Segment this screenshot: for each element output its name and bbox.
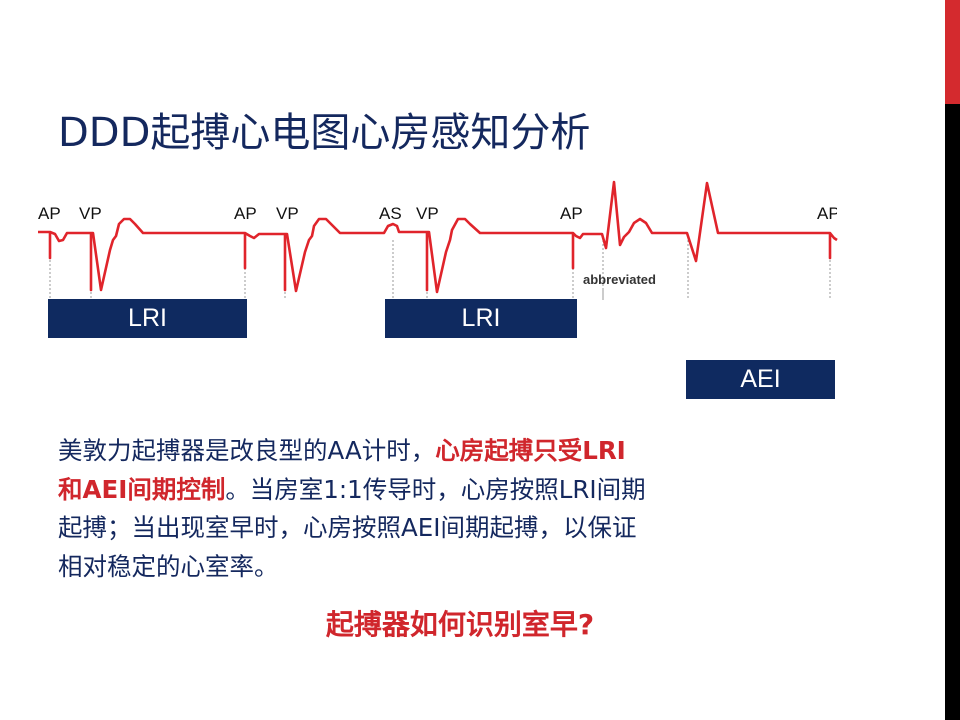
interval-box-lri: LRI <box>385 299 577 338</box>
interval-box-lri: LRI <box>48 299 247 338</box>
body-text-highlight: 心房起搏只受LRI <box>435 436 626 465</box>
slide-title: DDD起搏心电图心房感知分析 <box>58 110 591 156</box>
marker-lines <box>49 240 831 300</box>
body-paragraph: 美敦力起搏器是改良型的AA计时，心房起搏只受LRI 和AEI间期控制。当房室1:… <box>58 432 848 586</box>
body-text: 相对稳定的心室率。 <box>58 551 279 581</box>
ecg-label-ap: AP <box>560 204 583 223</box>
interval-box-aei: AEI <box>686 360 835 399</box>
accent-bar-red <box>945 0 960 104</box>
accent-bar-black <box>945 104 960 720</box>
ecg-label-ap: AP <box>38 204 61 223</box>
ecg-label-vp: VP <box>276 204 299 223</box>
ecg-annotation-abbreviated: abbreviated <box>583 272 656 287</box>
ecg-trace <box>38 180 838 294</box>
body-text: 起搏；当出现室早时，心房按照AEI间期起搏，以保证 <box>58 513 637 542</box>
ecg-label-vp: VP <box>79 204 102 223</box>
ecg-label-ap: AP <box>817 204 837 223</box>
ecg-label-as: AS <box>379 204 402 223</box>
ecg-label-ap: AP <box>234 204 257 223</box>
body-text-highlight: 和AEI间期控制 <box>58 474 226 504</box>
question-heading: 起搏器如何识别室早? <box>325 608 595 641</box>
body-text: 。当房室1:1传导时，心房按照LRI间期 <box>225 474 646 504</box>
body-text: 美敦力起搏器是改良型的AA计时， <box>58 436 436 465</box>
ecg-label-vp: VP <box>416 204 439 223</box>
